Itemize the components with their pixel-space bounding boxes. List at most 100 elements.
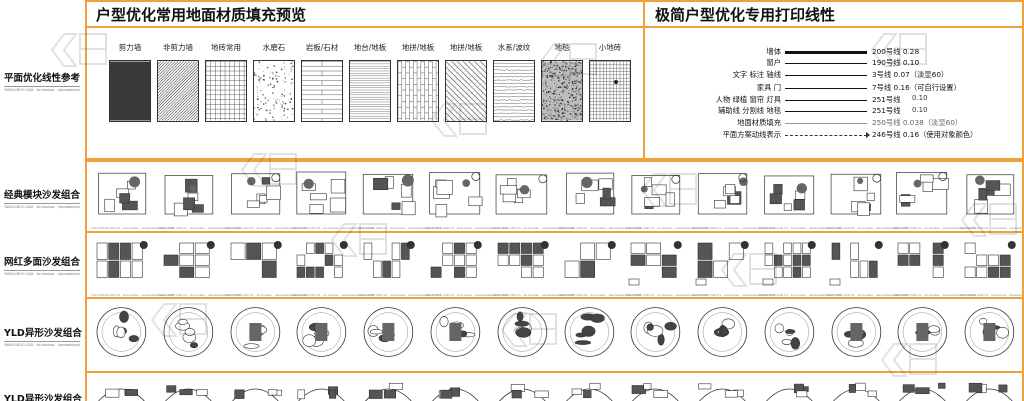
floor-plan-thumbnail [959, 237, 1020, 291]
floor-plan-thumbnail [625, 237, 686, 291]
legend-row-label: 地面材质填充 [685, 118, 781, 128]
plan-caption: YLD·FLOOR·CAD·V1 · ko.houkao · jianzaobi… [892, 293, 976, 297]
plan-caption: YLD·FLOOR·CAD·V1 · ko.houkao · jianzaobi… [825, 293, 909, 297]
floor-plan-thumbnail [91, 377, 152, 401]
floor-plan-thumbnail [358, 166, 419, 224]
legend-item-name: 文字 标注 轴线 [732, 70, 781, 79]
floor-plan-thumbnail [826, 377, 887, 401]
material-pattern [109, 60, 151, 122]
floor-plan-thumbnail [91, 303, 152, 365]
watermark-logo-icon [430, 100, 490, 138]
plan-drawing [98, 172, 147, 215]
legend-extra-note: 0.10 [912, 94, 928, 102]
floor-plan-thumbnail [492, 166, 553, 224]
plan-drawing [231, 388, 282, 401]
material-pattern [301, 60, 343, 122]
floor-plan-thumbnail [358, 377, 419, 401]
legend-line-sample [785, 87, 867, 89]
legend-line-sample [785, 62, 867, 64]
plan-drawing [163, 241, 215, 278]
floor-plan-thumbnail [358, 303, 419, 365]
section-subcaption: YANGLIDUO CAD · ko.houkao · jianzaobianj… [4, 270, 80, 276]
floor-plan-thumbnail [692, 303, 753, 365]
plan-drawing [831, 307, 881, 357]
material-pattern [541, 60, 583, 122]
plan-drawing [363, 173, 416, 216]
plan-caption: YLD·FLOOR·CAD·V1 · ko.houkao · jianzaobi… [91, 293, 174, 297]
plan-drawing [964, 307, 1015, 357]
legend-line-sample [785, 110, 867, 112]
plan-caption: YLD·FLOOR·CAD·V1 · ko.houkao · jianzaobi… [558, 293, 642, 297]
material-pattern [493, 60, 535, 122]
legend-line-spec: 246号线 0.16（使用对象颜色） [872, 130, 978, 139]
material-label: 地拼/地板 [449, 43, 483, 52]
separator-dot [614, 80, 618, 84]
plan-caption: YLD·FLOOR·CAD·V1 · ko.houkao · jianzaobi… [491, 226, 575, 230]
plan-drawing [766, 383, 813, 401]
material-swatch-item: 地砖常用 [205, 42, 247, 122]
material-label: 剪力墙 [118, 43, 142, 52]
plan-caption: YLD·FLOOR·CAD·V1 · ko.houkao · jianzaobi… [558, 226, 642, 230]
floor-plan-thumbnail [158, 237, 219, 291]
plan-caption: YLD·FLOOR·CAD·V1 · ko.houkao · jianzaobi… [224, 226, 308, 230]
legend-line-sample [785, 99, 867, 101]
floor-plan-thumbnail [492, 303, 553, 365]
floor-plan-thumbnail [959, 377, 1020, 401]
section-label-yld-sofa: YLD异形沙发组合 [4, 328, 82, 339]
material-pattern [349, 60, 391, 122]
material-swatch-item: 地拼/地板 [397, 42, 439, 122]
floor-plan-thumbnail [826, 166, 887, 224]
floor-plan-thumbnail [559, 303, 620, 365]
floor-plan-thumbnail [892, 303, 953, 365]
floor-plan-thumbnail [492, 237, 553, 291]
section-label-influencer-sofa: 网红多面沙发组合 [4, 257, 81, 268]
plan-caption: YLD·FLOOR·CAD·V1 · ko.houkao · jianzaobi… [491, 293, 575, 297]
material-swatch-item: 非剪力墙 [157, 42, 199, 122]
arrow-icon [866, 132, 870, 138]
plan-caption: YLD·FLOOR·CAD·V1 · ko.houkao · jianzaobi… [892, 226, 976, 230]
plan-drawing [764, 307, 815, 357]
plan-drawing [628, 241, 683, 286]
material-swatch-item: 水系/波纹 [493, 42, 535, 122]
watermark-logo-icon [500, 310, 560, 348]
floor-plan-thumbnail [559, 377, 620, 401]
title-divider [87, 26, 643, 28]
floor-plan-thumbnail [559, 237, 620, 291]
material-pattern [589, 60, 631, 122]
plan-drawing [230, 173, 281, 215]
legend-line-spec: 200号线 0.28 [872, 47, 920, 56]
floor-plan-thumbnail [759, 303, 820, 365]
section-subcaption: YANGLIDUO CAD · ko.houkao · jianzaobianj… [4, 341, 80, 347]
material-label: 地砖常用 [211, 43, 241, 52]
floor-plan-thumbnail [826, 303, 887, 365]
plan-caption: YLD·FLOOR·CAD·V1 · ko.houkao · jianzaobi… [825, 226, 909, 230]
legend-row-label: 人物 绿植 窗帘 灯具 [685, 95, 781, 105]
legend-extra-note: 0.10 [912, 106, 928, 114]
floor-plan-thumbnail [225, 377, 286, 401]
plan-drawing [432, 387, 479, 401]
material-label: 水磨石 [262, 43, 286, 52]
floor-plan-thumbnail [225, 303, 286, 365]
plan-caption: YLD·FLOOR·CAD·V1 · ko.houkao · jianzaobi… [291, 293, 374, 297]
plan-drawing [363, 307, 414, 357]
plan-drawing [829, 241, 883, 286]
watermark-logo-icon [640, 170, 700, 208]
plan-drawing [697, 307, 748, 357]
plan-drawing [296, 171, 347, 215]
legend-item-name: 墙体 [766, 47, 781, 56]
plan-caption: YLD·FLOOR·CAD·V1 · ko.houkao · jianzaobi… [959, 293, 1024, 297]
plan-drawing [430, 307, 481, 357]
plan-drawing [297, 386, 345, 401]
plan-drawing [631, 175, 681, 215]
material-pattern [157, 60, 199, 122]
floor-plan-thumbnail [625, 166, 686, 224]
plan-caption: YLD·FLOOR·CAD·V1 · ko.houkao · jianzaobi… [424, 293, 508, 297]
plan-caption: YLD·FLOOR·CAD·V1 · ko.houkao · jianzaobi… [692, 226, 775, 230]
plan-drawing [96, 307, 147, 357]
plan-drawing [495, 174, 547, 215]
plan-drawing [430, 241, 482, 278]
material-pattern [205, 60, 247, 122]
legend-row-label: 窗户 [685, 58, 781, 68]
material-pattern [397, 60, 439, 122]
fill-panel-title: 户型优化常用地面材质填充预览 [96, 6, 307, 24]
